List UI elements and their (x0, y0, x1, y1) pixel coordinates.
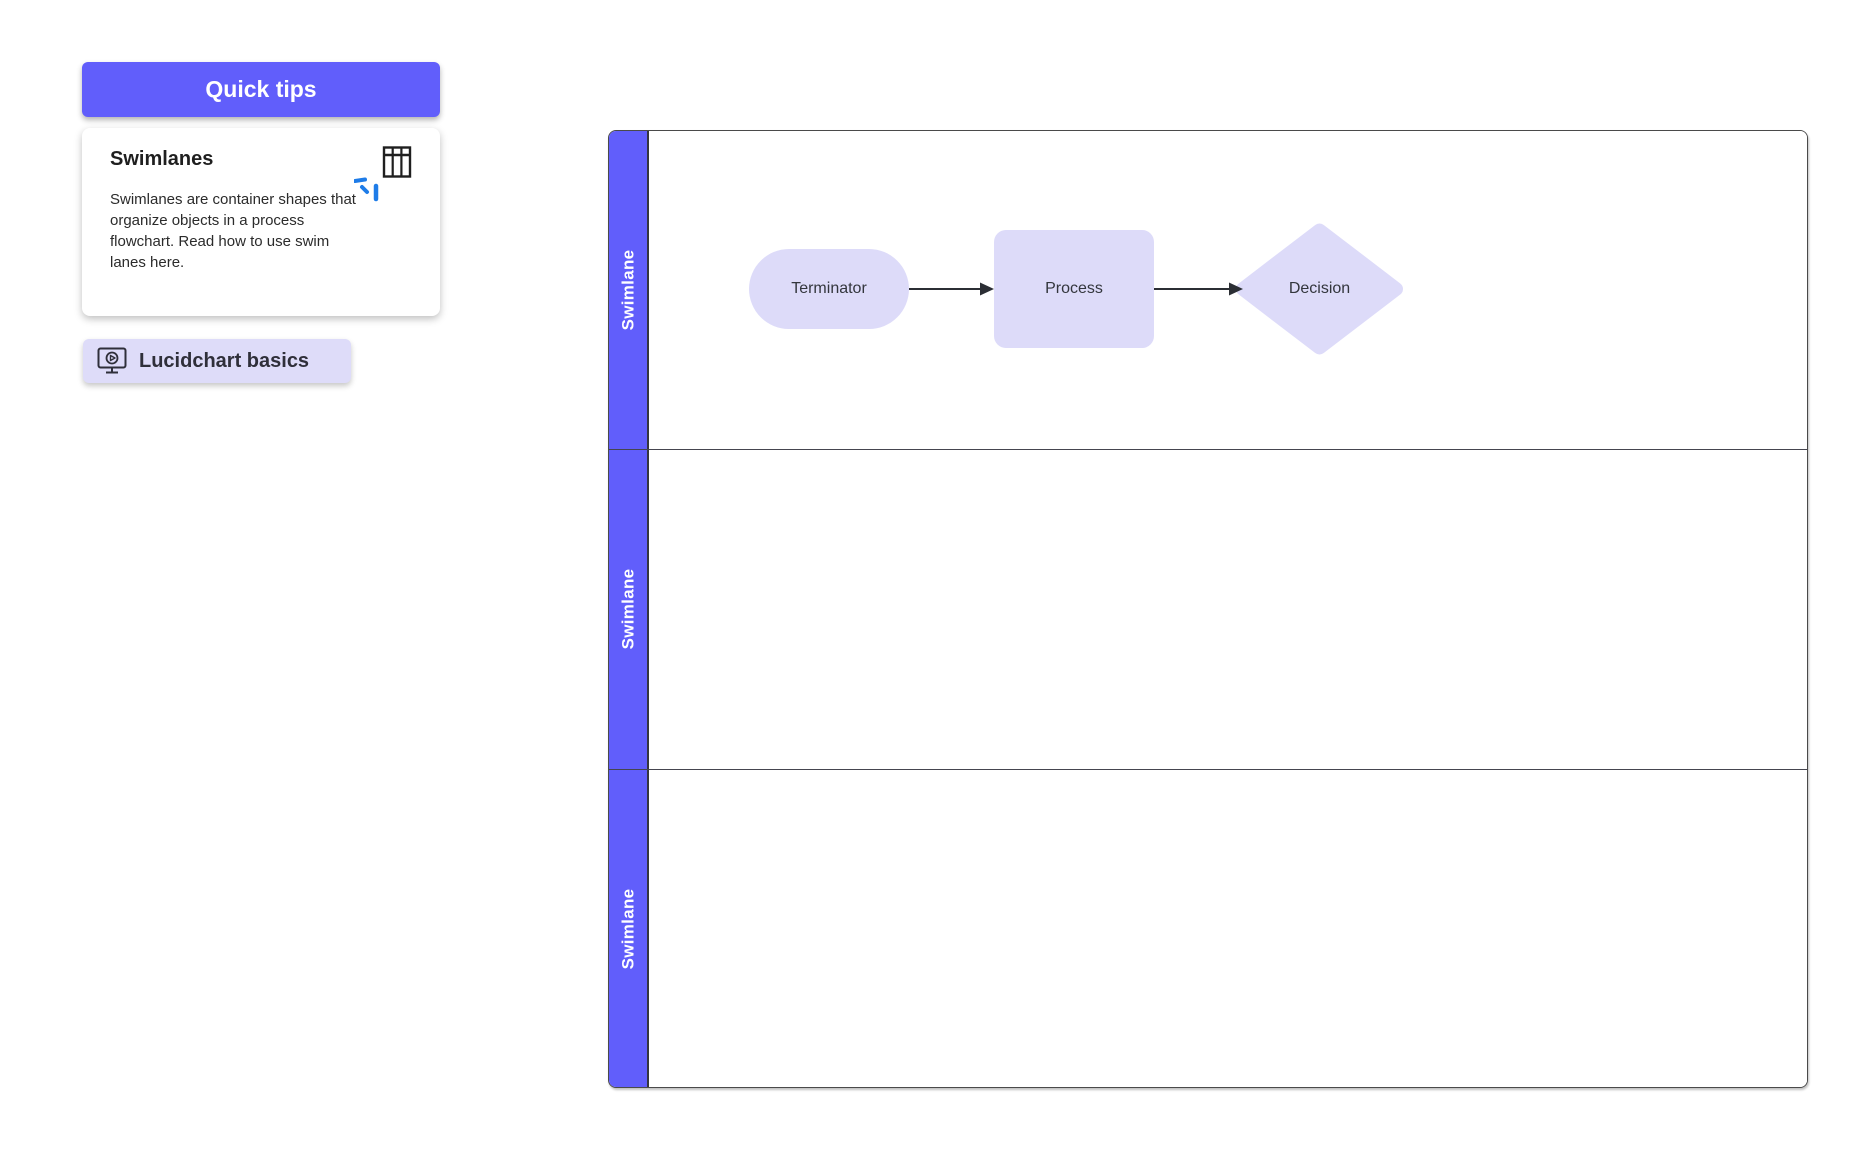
click-cursor-icon (354, 177, 379, 202)
decision-shape[interactable]: Decision (1243, 230, 1396, 348)
swimlane-1-header[interactable]: Swimlane (609, 131, 649, 450)
swimlane-2-content (649, 450, 1807, 769)
swimlane-row-3: Swimlane (609, 769, 1807, 1087)
terminator-label: Terminator (791, 280, 867, 297)
quick-tips-title: Quick tips (205, 76, 317, 102)
tip-card-body: Swimlanes are container shapes that orga… (110, 191, 356, 271)
swimlanes-tip-card: Swimlanes Swimlanes are container shapes… (82, 128, 440, 316)
process-shape[interactable]: Process (994, 230, 1154, 348)
swimlane-3-content (649, 769, 1807, 1087)
video-monitor-icon (97, 347, 127, 374)
lucidchart-basics-label: Lucidchart basics (139, 349, 310, 372)
swimlane-table-icon (382, 146, 412, 178)
swimlane-diagram: Swimlane Swimlane Swimlane (608, 130, 1808, 1088)
lucidchart-basics-button[interactable]: Lucidchart basics (83, 339, 351, 383)
decision-label: Decision (1288, 280, 1351, 297)
swimlane-1-label: Swimlane (618, 249, 638, 331)
tip-card-title: Swimlanes (110, 148, 214, 170)
swimlane-2-label: Swimlane (618, 569, 638, 650)
swimlane-row-2: Swimlane (609, 450, 1807, 770)
swimlane-3-header[interactable]: Swimlane (609, 769, 649, 1087)
quick-tips-header: Quick tips (82, 62, 440, 117)
process-label: Process (1045, 280, 1103, 297)
swimlane-3-label: Swimlane (618, 888, 638, 970)
terminator-shape[interactable]: Terminator (749, 249, 909, 329)
swimlane-2-header[interactable]: Swimlane (609, 450, 649, 769)
